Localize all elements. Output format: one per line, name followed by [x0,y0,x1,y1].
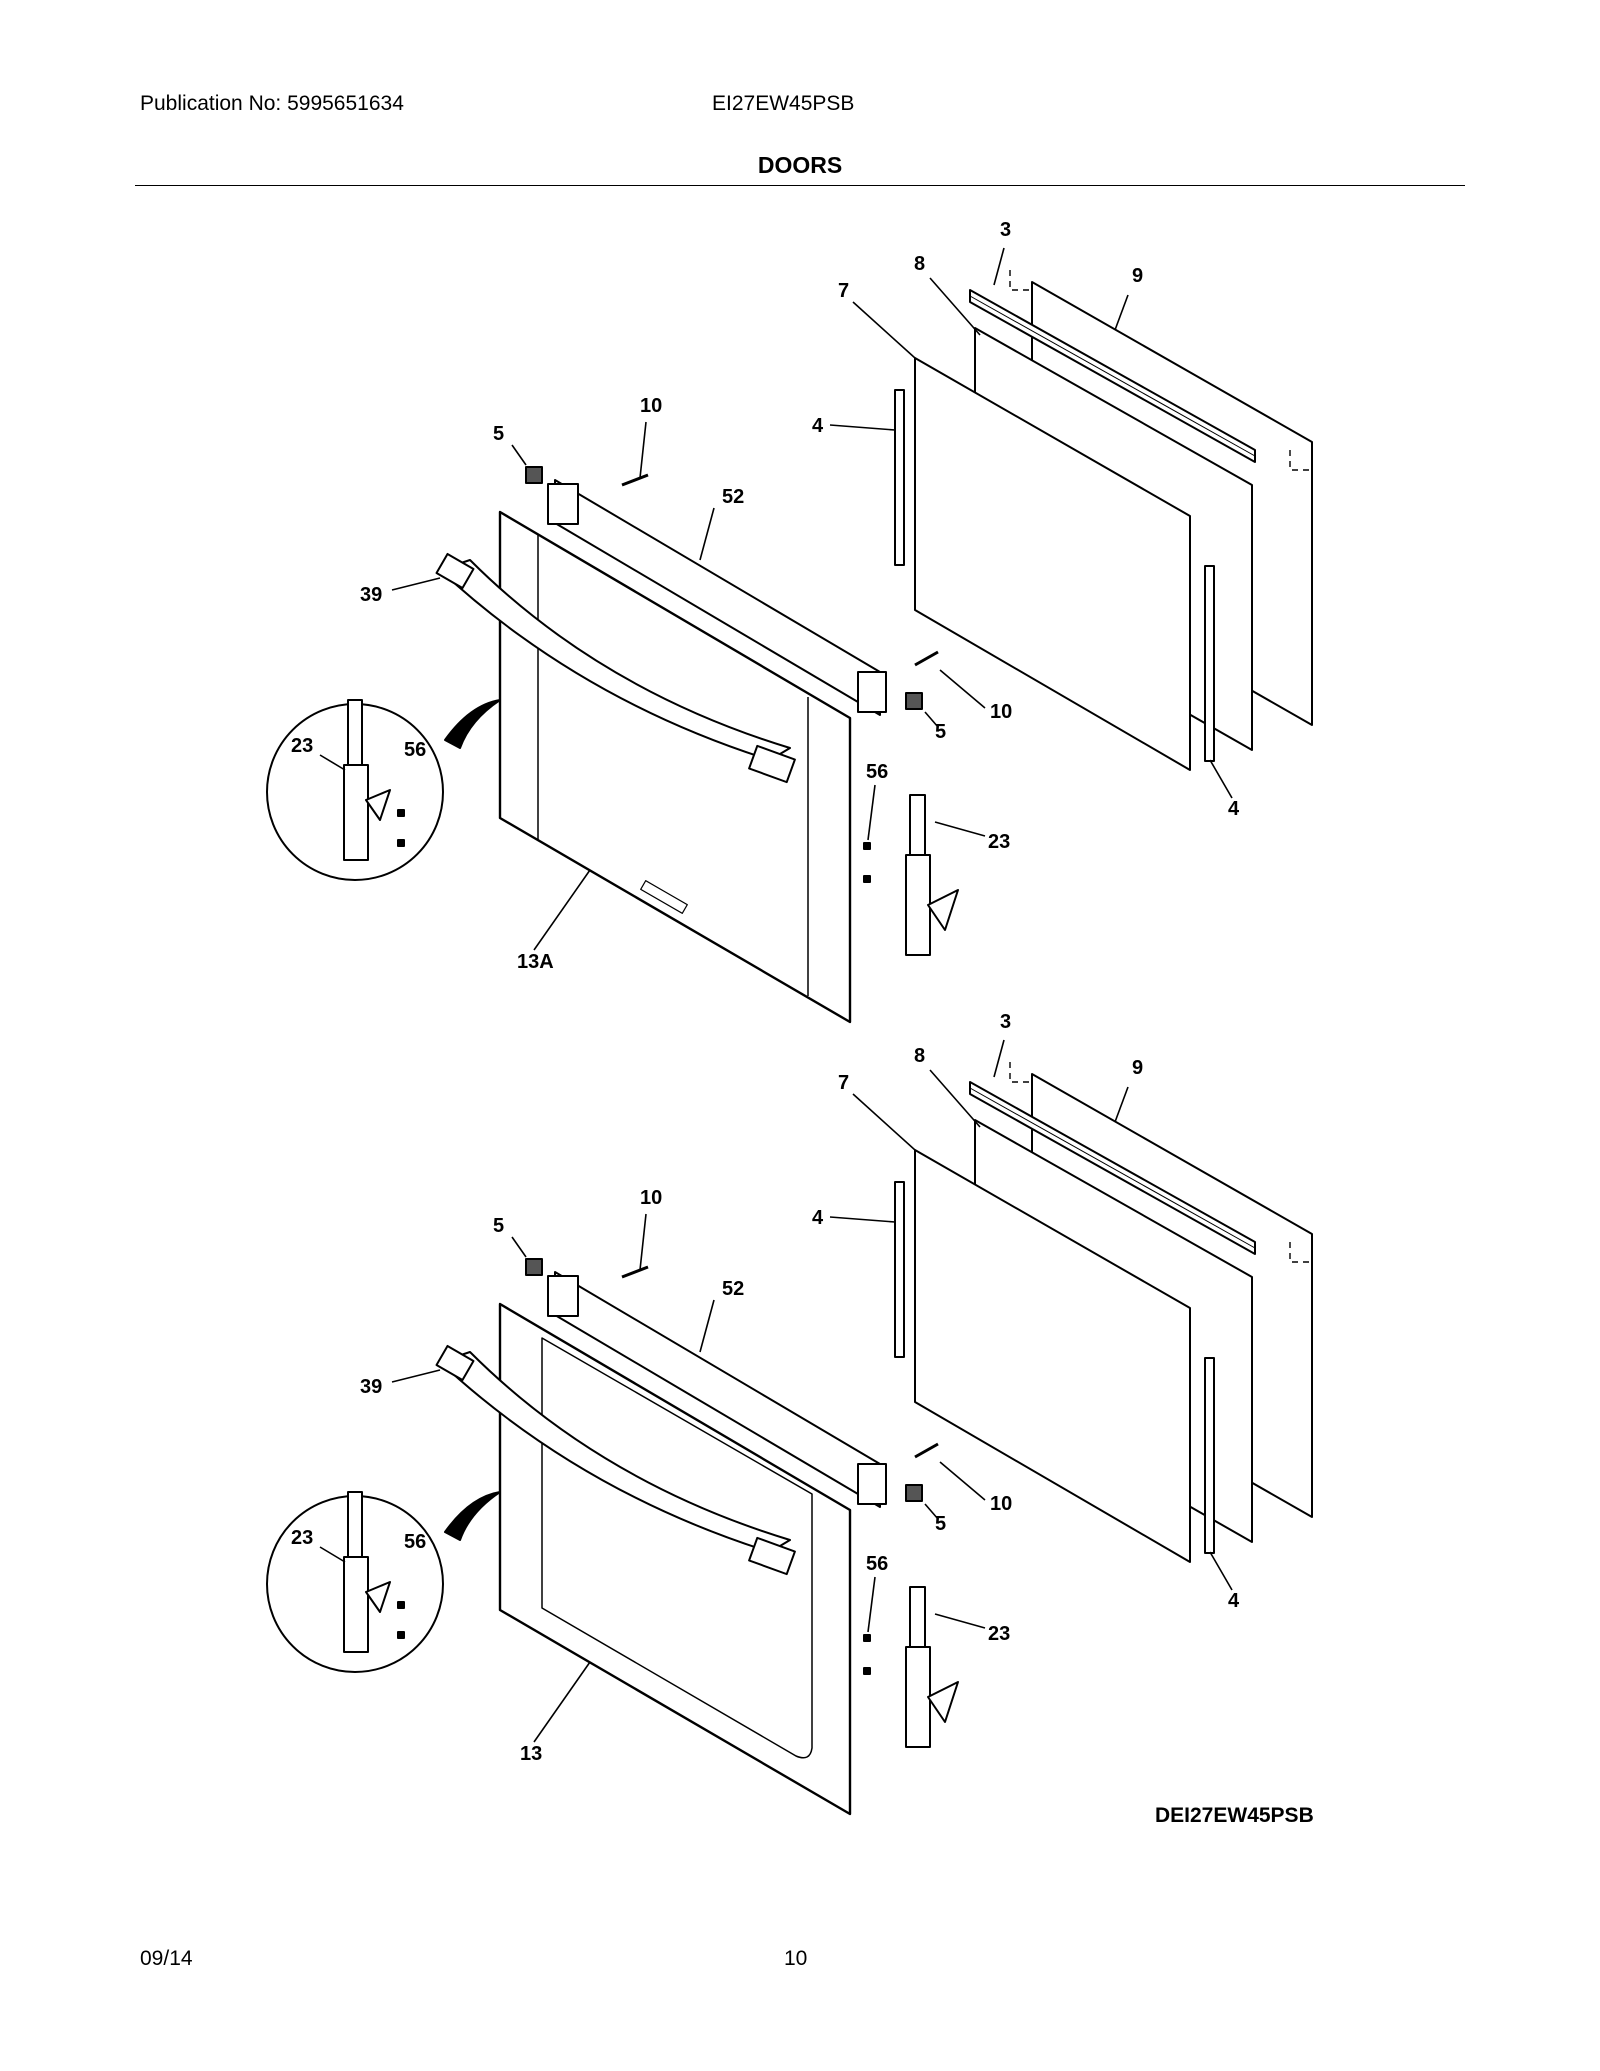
callout-4-left: 4 [812,1207,824,1229]
callout-5-right: 5 [935,1513,946,1535]
callout-7: 7 [838,1072,849,1094]
pin-10-right [914,1442,939,1459]
callout-23-inset: 23 [291,1527,313,1549]
glass-panel-7 [914,1149,1191,1563]
side-trim-4-left [894,389,905,566]
callout-56-right: 56 [866,761,888,783]
publication-date: 09/14 [140,1947,193,1970]
door-handle-39 [435,1344,796,1576]
leader-lines-top [319,247,1233,951]
hinge-detail-inset-top [266,699,444,881]
pin-10-right [914,650,939,667]
outer-door-13A [498,510,852,1024]
callout-5-right: 5 [935,721,946,743]
screw-56-right-1 [863,842,871,850]
callout-56-right: 56 [866,1553,888,1575]
glass-panel-7 [914,357,1191,771]
door-handle-39 [435,552,796,784]
callout-10-right: 10 [990,1493,1012,1515]
hinge-detail-inset-bottom [266,1491,444,1673]
screw-56-right-2 [863,875,871,883]
callouts-top: 3 8 9 7 10 5 52 4 39 23 56 10 5 56 23 4 … [291,219,1240,973]
callout-56-inset: 56 [404,1531,426,1553]
door-assembly-top [266,247,1313,1024]
callout-9: 9 [1132,1057,1143,1079]
top-channel-3 [969,289,1256,463]
clip-5-top [525,466,543,484]
callout-13A: 13A [517,951,554,973]
callout-7: 7 [838,280,849,302]
callout-23-inset: 23 [291,735,313,757]
inset-pointer-top [444,699,501,749]
callout-5-top: 5 [493,423,504,445]
clip-5-right [905,692,923,710]
callout-52: 52 [722,1278,744,1300]
leader-lines-bottom [319,1039,1233,1743]
callout-8: 8 [914,253,925,275]
hinge-23-right [905,794,959,956]
drawing-code: DEI27EW45PSB [1155,1804,1314,1827]
callout-39: 39 [360,584,382,606]
inset-pointer-bottom [444,1491,501,1541]
publication-number: Publication No: 5995651634 [140,92,404,115]
callout-13: 13 [520,1743,542,1765]
door-frame-52 [547,479,887,716]
callout-4-right: 4 [1228,798,1240,820]
section-title: DOORS [757,152,843,178]
door-assembly-bottom [266,1039,1313,1816]
callout-23-right: 23 [988,1623,1010,1645]
screw-56-right-1 [863,1634,871,1642]
callout-5-top: 5 [493,1215,504,1237]
side-trim-4-left [894,1181,905,1358]
pin-10-top [621,473,649,487]
callout-10-right: 10 [990,701,1012,723]
side-trim-4-right [1204,1357,1215,1554]
title-rule [135,185,1465,186]
door-frame-52 [547,1271,887,1508]
clip-5-right [905,1484,923,1502]
clip-5-top [525,1258,543,1276]
callout-56-inset: 56 [404,739,426,761]
hinge-23-right [905,1586,959,1748]
side-trim-4-right [1204,565,1215,762]
pin-10-top [621,1265,649,1279]
callout-23-right: 23 [988,831,1010,853]
outer-door-13 [498,1302,852,1816]
callouts-bottom: 3 8 9 7 10 5 52 4 39 23 56 10 5 56 23 4 … [291,1011,1240,1765]
callout-10-top: 10 [640,1187,662,1209]
callout-3: 3 [1000,1011,1011,1033]
callout-4-left: 4 [812,415,824,437]
callout-8: 8 [914,1045,925,1067]
top-channel-3 [969,1081,1256,1255]
callout-9: 9 [1132,265,1143,287]
callout-10-top: 10 [640,395,662,417]
screw-56-right-2 [863,1667,871,1675]
page-number: 10 [784,1947,808,1970]
callout-39: 39 [360,1376,382,1398]
model-number: EI27EW45PSB [712,92,855,115]
callout-52: 52 [722,486,744,508]
callout-4-right: 4 [1228,1590,1240,1612]
callout-3: 3 [1000,219,1011,241]
